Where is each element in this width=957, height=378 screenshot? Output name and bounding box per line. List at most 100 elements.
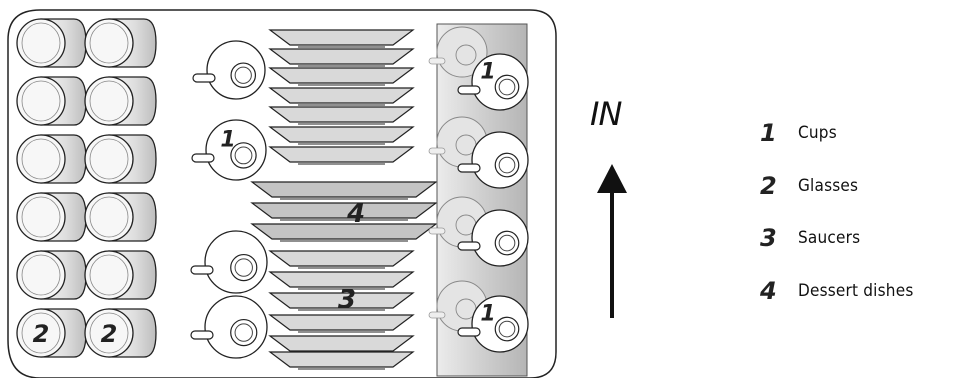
cup-ghost-handle <box>428 57 446 65</box>
number-markers: 43 <box>338 199 365 315</box>
glass-rim-inner <box>21 196 61 238</box>
glass-rim-inner <box>89 312 129 354</box>
glass-rim <box>84 76 134 126</box>
saucer-rim <box>268 271 415 288</box>
legend-item-cups: 1 Cups <box>758 113 957 153</box>
saucer <box>268 314 415 333</box>
cup-handle <box>190 330 214 340</box>
legend-number: 1 <box>760 119 777 147</box>
legend-number: 4 <box>760 276 777 305</box>
cup-marker: 1 <box>480 60 495 85</box>
glass: 2 <box>16 308 87 358</box>
cup-ghost-handle <box>428 147 446 155</box>
dessert-dish-rim <box>250 223 438 240</box>
saucer-rim <box>268 250 415 267</box>
legend-item-glasses: 2 Glasses <box>758 166 957 206</box>
saucer <box>268 292 415 311</box>
cup-base-inner <box>234 146 253 165</box>
legend: 1 Cups 2 Glasses 3 Saucers 4 Dessert dis… <box>758 113 957 323</box>
legend-item-dessert-dishes: 4 Dessert dishes <box>758 271 957 311</box>
saucer <box>268 106 415 125</box>
legend-label: Cups <box>798 123 837 143</box>
cup <box>457 131 529 189</box>
saucer <box>268 126 415 145</box>
cup-base-inner <box>498 320 516 338</box>
glass-rim-inner <box>89 138 129 180</box>
glass-rim <box>84 192 134 242</box>
saucer-rim <box>268 67 415 84</box>
cup-base-inner <box>234 323 253 342</box>
glass-rim-inner <box>21 138 61 180</box>
cup-ghost-handle <box>428 227 446 235</box>
cup: 1 <box>457 295 529 353</box>
glass-rim <box>16 192 66 242</box>
glass-rim-inner <box>21 312 61 354</box>
saucer-rim <box>268 126 415 143</box>
legend-number: 2 <box>760 171 777 200</box>
glass-rim-inner <box>21 254 61 296</box>
glass-marker: 2 <box>33 320 50 348</box>
cups-left-group: 1 <box>190 40 268 359</box>
glass-rim-inner <box>89 254 129 296</box>
glass <box>84 134 157 184</box>
glass-rim-inner <box>89 196 129 238</box>
glass-rim <box>16 250 66 300</box>
saucer-rim <box>268 87 415 104</box>
glass <box>84 18 157 68</box>
cup: 1 <box>191 119 267 181</box>
cup <box>190 295 268 359</box>
cup-ghost-handle <box>428 311 446 319</box>
dish-stack <box>250 29 438 370</box>
glass <box>84 76 157 126</box>
cup <box>190 230 268 294</box>
glass-marker: 2 <box>101 320 118 348</box>
glass <box>16 18 87 68</box>
legend-number: 3 <box>760 224 777 252</box>
glass <box>16 134 87 184</box>
dessert-dish-rim <box>250 181 438 198</box>
glass-rim <box>84 18 134 68</box>
cup <box>457 209 529 267</box>
cup-handle <box>191 153 215 163</box>
legend-label: Glasses <box>798 175 859 196</box>
dessert-dish <box>250 223 438 242</box>
legend-label: Saucers <box>798 228 861 248</box>
glass <box>84 250 157 300</box>
cup-base-inner <box>498 156 516 174</box>
saucer <box>268 335 415 354</box>
cup-base-inner <box>498 78 516 96</box>
legend-item-saucers: 3 Saucers <box>758 218 957 258</box>
glass-rim <box>16 76 66 126</box>
glass <box>16 250 87 300</box>
glass-rim-inner <box>21 80 61 122</box>
cup-handle <box>457 327 481 337</box>
saucer-rim <box>268 351 415 368</box>
glass <box>16 76 87 126</box>
cup-base-inner <box>234 258 253 277</box>
saucer-rim <box>268 146 415 163</box>
glass-rim-inner <box>89 80 129 122</box>
saucer-rim <box>268 292 415 309</box>
glass-rim <box>84 250 134 300</box>
direction-label: IN <box>590 95 622 133</box>
dessert-dish <box>250 181 438 200</box>
glass <box>84 192 157 242</box>
saucer <box>268 29 415 48</box>
legend-label: Dessert dishes <box>798 280 914 301</box>
cup-ghost-base <box>455 44 477 66</box>
saucer <box>268 67 415 86</box>
saucer-rim <box>268 48 415 65</box>
glass-rim-inner <box>89 22 129 64</box>
cup-handle <box>457 85 481 95</box>
direction-arrow-head <box>597 164 627 193</box>
dessert-marker: 4 <box>346 199 365 229</box>
saucer <box>268 146 415 165</box>
glass-rim <box>16 308 66 358</box>
saucer-marker: 3 <box>338 285 356 315</box>
dessert-dish-rim <box>250 202 438 219</box>
saucer-rim <box>268 314 415 331</box>
cup: 1 <box>457 53 529 111</box>
glass <box>16 192 87 242</box>
saucer <box>268 48 415 67</box>
